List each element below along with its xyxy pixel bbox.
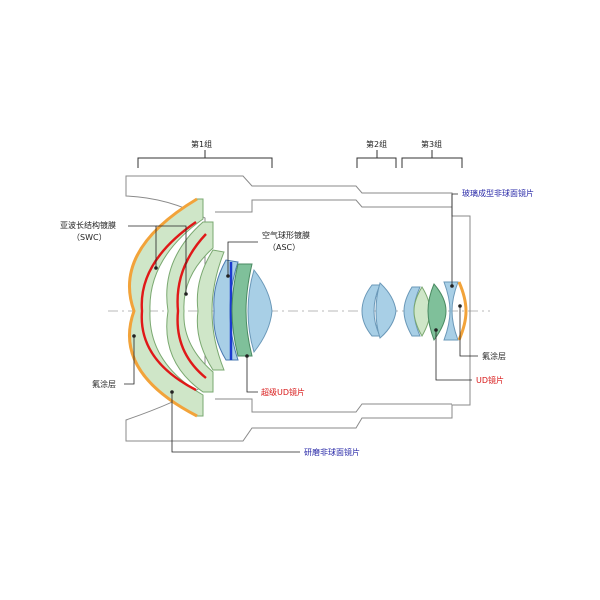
- ud-lens-label: UD镜片: [476, 375, 504, 385]
- bracket-group-2: [356, 150, 397, 168]
- swc-coating-curve-2: [176, 233, 207, 379]
- ground-aspherical-label: 研磨非球面镜片: [304, 447, 360, 457]
- leader-dots: [132, 266, 462, 394]
- super-ud-label: 超级UD镜片: [261, 387, 305, 397]
- asc-label: 空气球形镀膜: [262, 230, 310, 240]
- fluorine-coating-label-left: 氟涂层: [92, 379, 116, 389]
- asc-label-abbr: （ASC）: [268, 243, 300, 252]
- lens-3: [196, 249, 225, 371]
- lens-group2-b: [375, 282, 397, 339]
- group-3-label: 第3组: [421, 139, 442, 149]
- barrel-inner-step-bottom: [215, 398, 452, 413]
- bracket-group-3: [401, 150, 463, 168]
- lens-group3-ud: [427, 283, 447, 342]
- swc-coating-curve-1: [140, 221, 197, 392]
- swc-label-abbr: （SWC）: [72, 233, 107, 242]
- lens-group1-rear-b: [247, 268, 273, 354]
- lens-group1-rear-a: [231, 263, 253, 357]
- barrel-inner-step: [215, 199, 452, 213]
- rear-fluorine-coating: [457, 281, 468, 341]
- swc-label: 亚波长结构镀膜: [60, 220, 116, 230]
- group-2-label: 第2组: [366, 139, 387, 149]
- lens-barrel-outline: [125, 175, 471, 442]
- front-fluorine-coating: [128, 197, 198, 418]
- glass-molded-aspherical-label: 玻璃成型非球面镜片: [462, 188, 534, 198]
- fluorine-coating-label-right: 氟涂层: [482, 351, 506, 361]
- leader-lines: [124, 193, 478, 453]
- group-1-label: 第1组: [191, 139, 212, 149]
- lens-meniscus-2: [166, 221, 214, 393]
- lens-group3-rear: [443, 281, 459, 341]
- bracket-group-1: [137, 150, 273, 168]
